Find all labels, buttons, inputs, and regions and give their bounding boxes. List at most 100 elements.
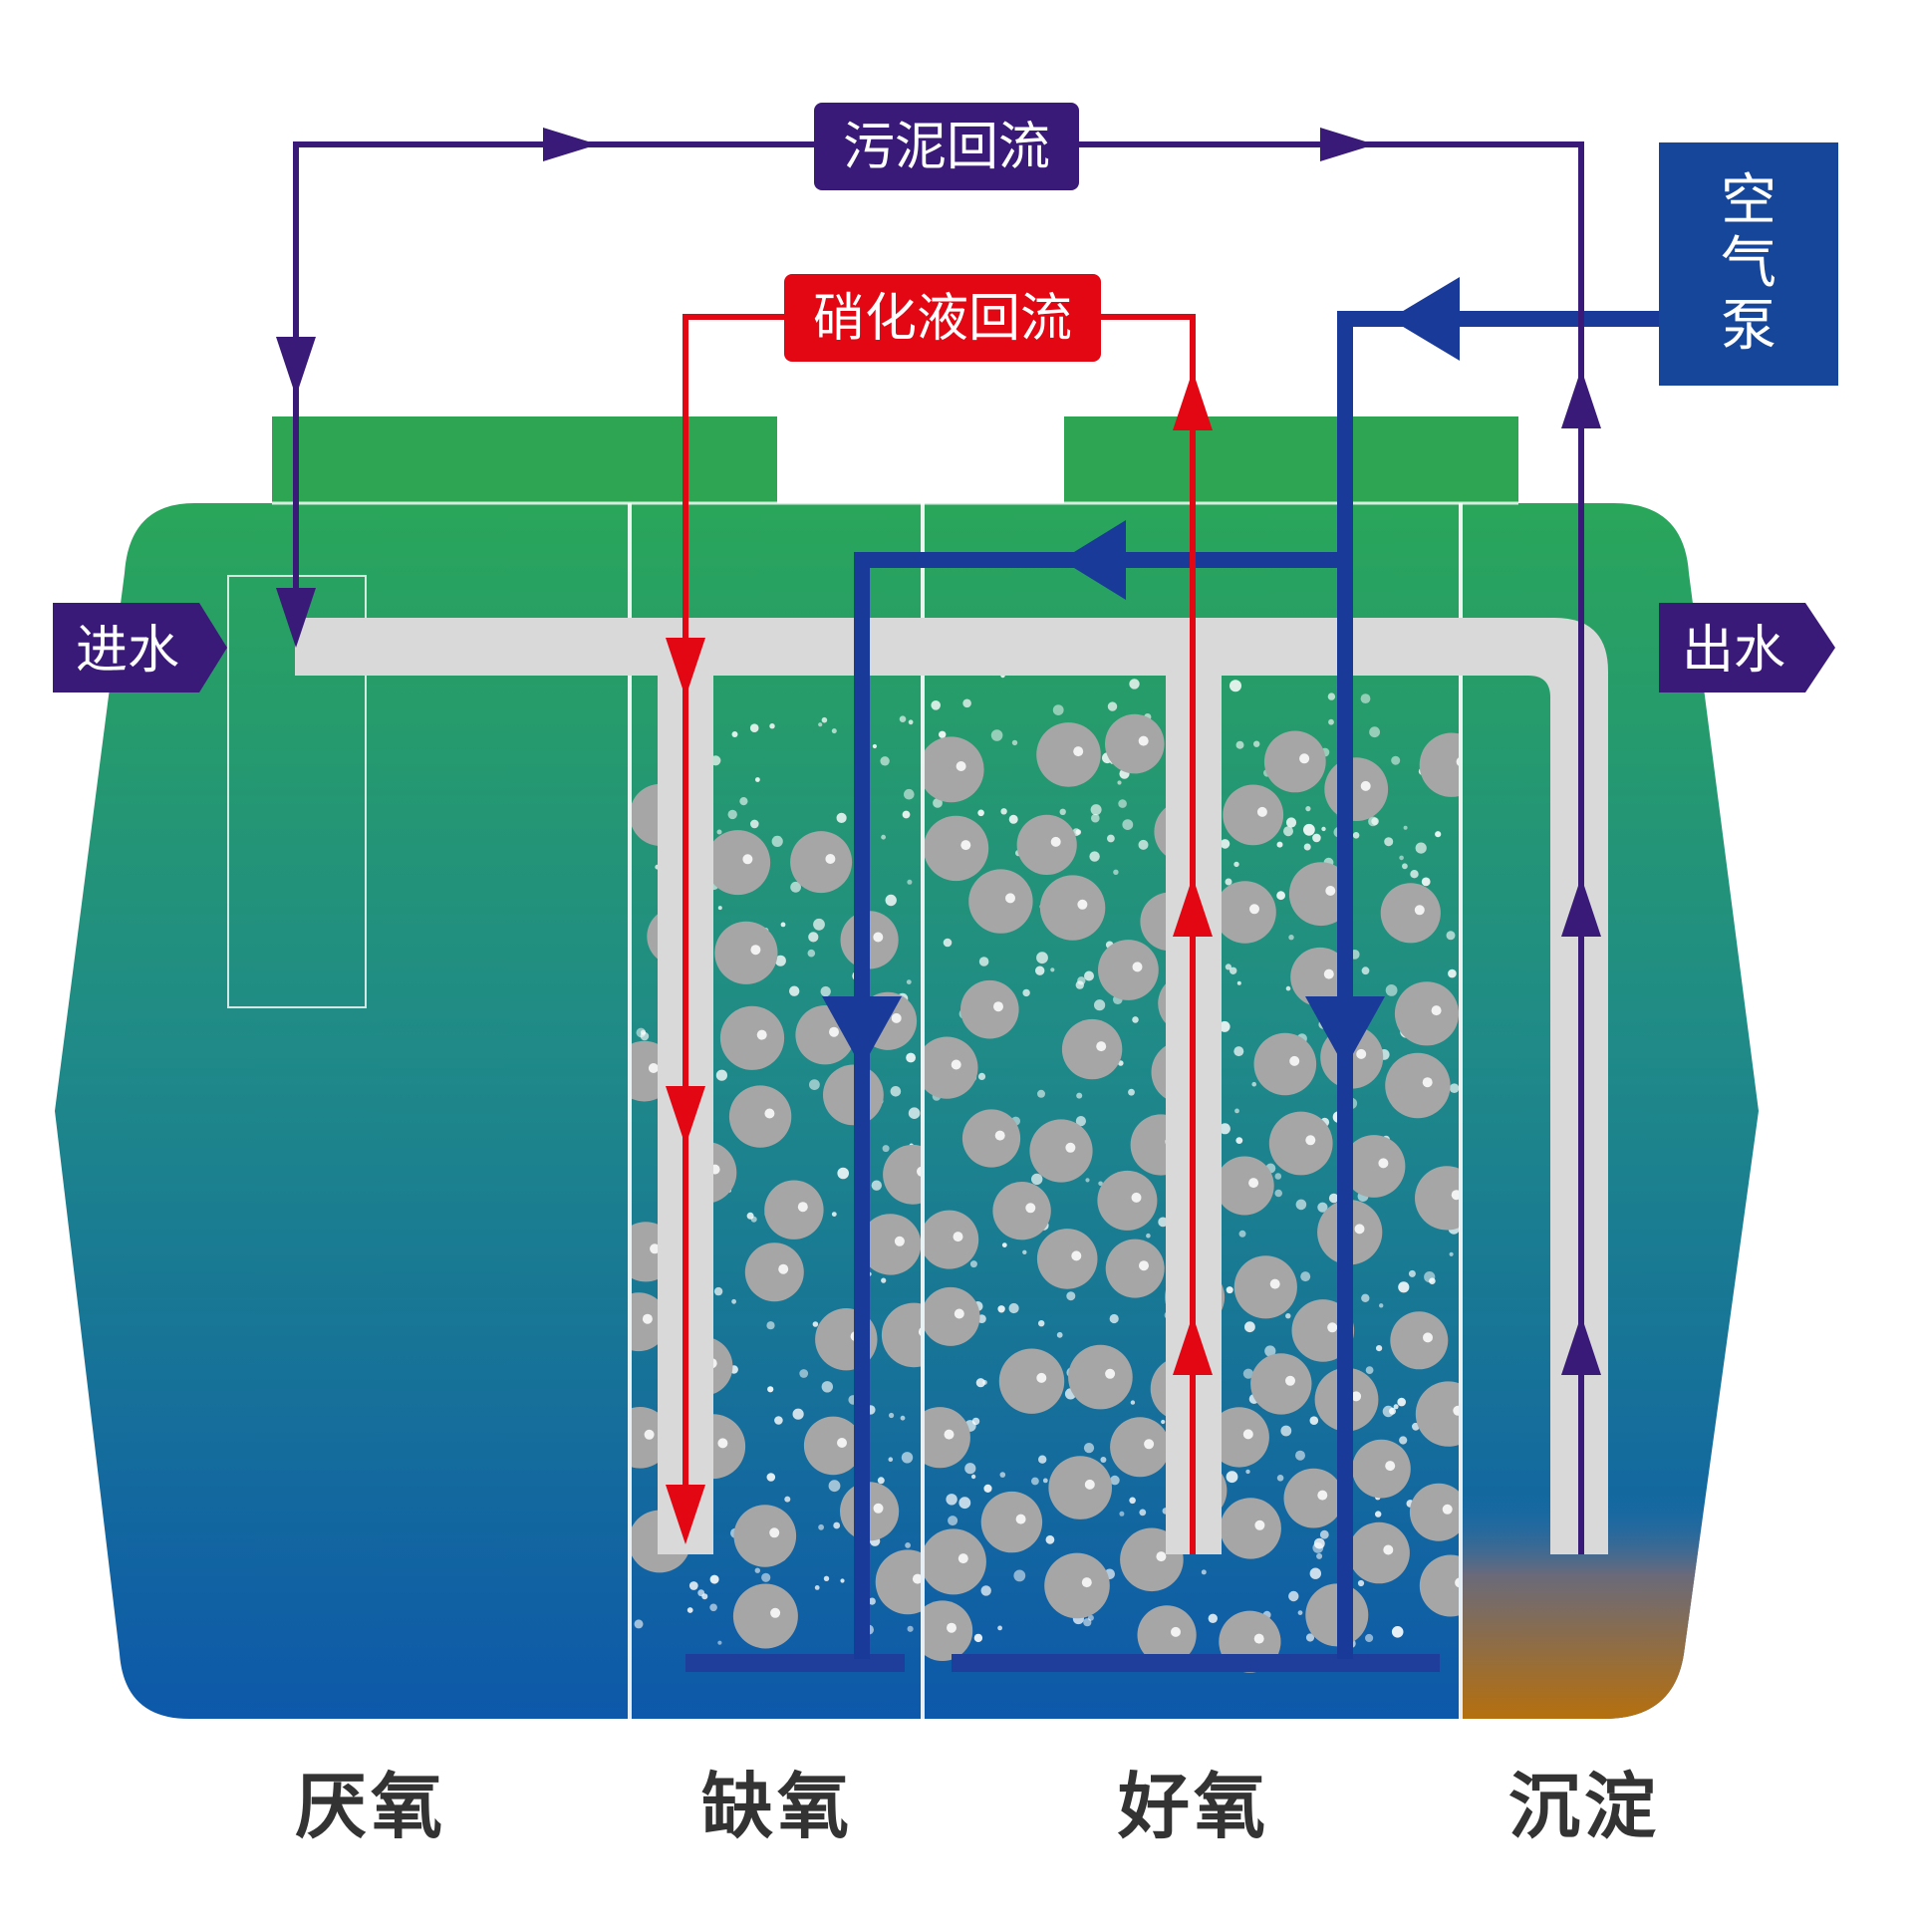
bubble	[1361, 1293, 1370, 1303]
bubble	[1391, 755, 1401, 765]
bubble	[1036, 952, 1048, 965]
bubble	[1369, 726, 1380, 738]
bubble	[1050, 967, 1055, 972]
bubble	[709, 1603, 717, 1612]
media-highlight	[1253, 1633, 1264, 1644]
bubble	[739, 797, 748, 806]
bubble	[750, 819, 759, 829]
bubble	[1077, 976, 1086, 985]
bubble	[1446, 931, 1456, 941]
bubble	[1316, 1552, 1323, 1559]
bubble	[877, 1477, 885, 1485]
bubble	[882, 1145, 890, 1153]
bubble	[1138, 839, 1149, 850]
bubble	[890, 1086, 902, 1097]
bubble	[946, 1494, 957, 1506]
bubble	[1365, 1633, 1374, 1643]
media-ball	[860, 1214, 921, 1275]
bubble	[1161, 1419, 1166, 1425]
bubble	[975, 1378, 985, 1388]
media-highlight	[1131, 1192, 1142, 1203]
bubble	[1236, 980, 1241, 985]
bubble	[1319, 1529, 1329, 1539]
media-highlight	[1383, 1544, 1394, 1555]
bubble	[1384, 837, 1394, 847]
bubble	[933, 798, 943, 808]
bubble	[901, 1452, 914, 1464]
media-ball	[1061, 1018, 1123, 1080]
bubble	[900, 1415, 906, 1421]
media-highlight	[1453, 1405, 1459, 1416]
bubble	[1303, 843, 1311, 851]
bubble	[828, 1480, 841, 1493]
bubble	[1038, 1455, 1047, 1464]
bubble	[767, 1386, 774, 1393]
bubble	[1295, 1199, 1307, 1211]
media-highlight	[1289, 1055, 1300, 1066]
bubble	[1022, 1249, 1027, 1255]
media-ball	[1044, 1552, 1110, 1619]
zone-label-anoxic: 缺氧	[701, 1765, 853, 1848]
bubble	[1122, 819, 1134, 830]
bubble	[907, 1625, 914, 1632]
bubble	[831, 728, 837, 734]
media-ball	[1223, 784, 1284, 846]
media-highlight	[917, 1166, 921, 1177]
bubble	[1449, 1083, 1460, 1093]
bubble	[1379, 1303, 1384, 1308]
bubble	[1317, 1202, 1328, 1213]
bubble	[1090, 804, 1102, 816]
bubble	[1285, 817, 1297, 828]
media-highlight	[1354, 1224, 1365, 1235]
bubble	[1285, 985, 1291, 991]
bubble	[1008, 1302, 1019, 1314]
media-ball	[883, 1144, 921, 1205]
bubble	[1429, 1277, 1436, 1284]
media-ball	[1324, 757, 1389, 821]
media-highlight	[954, 1308, 964, 1319]
bubble	[1235, 1137, 1243, 1144]
bubble	[1391, 1626, 1404, 1638]
bubble	[1305, 1633, 1315, 1642]
bubble	[1371, 817, 1379, 826]
bubble	[1146, 1233, 1151, 1239]
bubble	[755, 777, 760, 782]
bubble	[1035, 966, 1045, 975]
bubble	[709, 1574, 719, 1584]
bubble	[1245, 1469, 1250, 1475]
media-highlight	[1138, 735, 1149, 746]
bubble	[872, 743, 878, 749]
media-highlight	[1385, 1461, 1396, 1472]
media-ball	[1385, 1052, 1451, 1119]
media-ball	[1220, 1498, 1281, 1559]
nitrate-return-label: 硝化液回流	[813, 289, 1072, 349]
bubble	[784, 1496, 791, 1503]
bubble	[1309, 1416, 1319, 1425]
media-highlight	[644, 1429, 655, 1440]
svg-text:泵: 泵	[1721, 294, 1776, 359]
bubble	[716, 829, 722, 835]
media-ball	[1268, 1111, 1333, 1176]
zone-dividers	[628, 503, 1463, 1719]
bubble	[1360, 693, 1371, 703]
media-highlight	[1249, 904, 1259, 915]
media-highlight	[1305, 1135, 1316, 1146]
bubble	[837, 1167, 849, 1180]
media-ball	[1419, 1554, 1459, 1617]
bubble	[1129, 679, 1140, 690]
media-highlight	[1451, 1190, 1459, 1201]
media-ball	[1305, 1583, 1369, 1647]
bubble	[717, 1640, 722, 1645]
media-highlight	[918, 1327, 921, 1336]
media-ball	[968, 869, 1033, 934]
bubble	[1129, 1497, 1136, 1505]
media-highlight	[1005, 893, 1015, 904]
bubble	[1000, 808, 1007, 815]
media-highlight	[1431, 1005, 1442, 1016]
bubble	[868, 1597, 876, 1605]
media-highlight	[1378, 1158, 1389, 1169]
media-highlight	[1077, 899, 1088, 910]
media-ball	[744, 1242, 804, 1302]
media-ball	[1283, 1468, 1344, 1528]
media-highlight	[1422, 1077, 1433, 1088]
